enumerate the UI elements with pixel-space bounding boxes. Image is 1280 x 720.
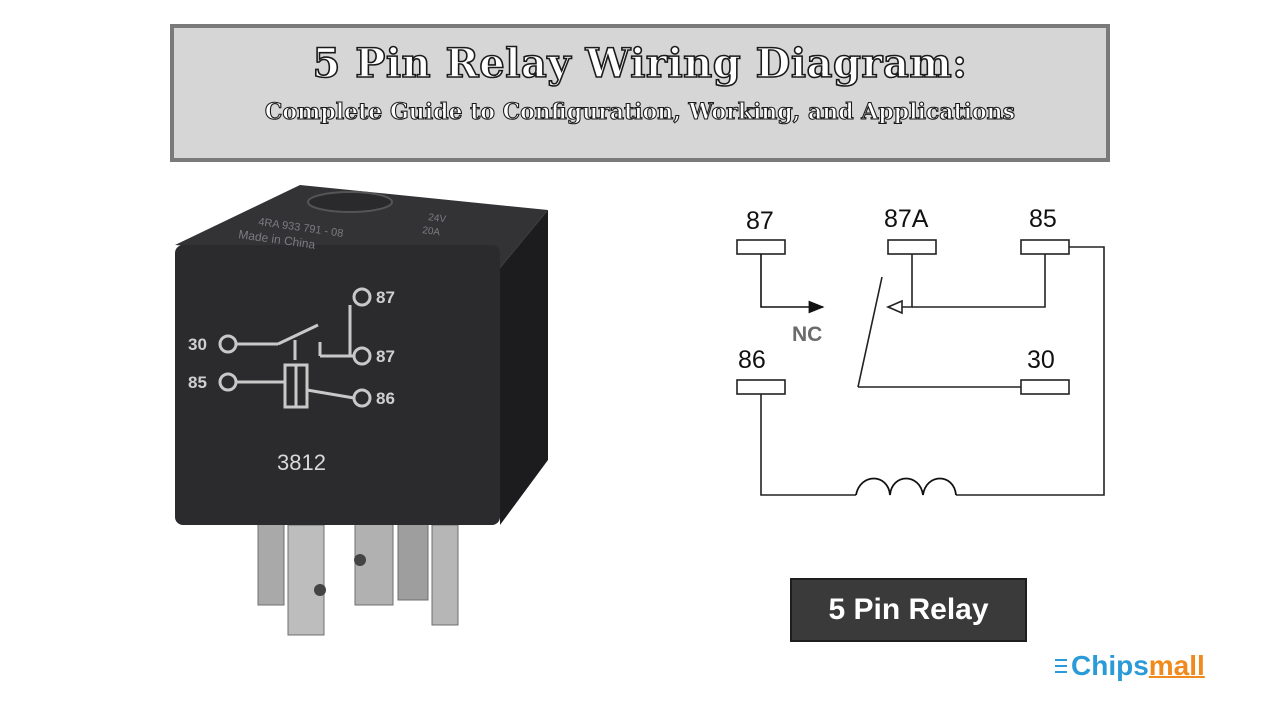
schematic-label-30: 30 <box>1027 346 1055 374</box>
relay-printed-labels: 30 85 87 87 86 <box>188 288 395 408</box>
schematic-label-87: 87 <box>746 207 774 235</box>
terminal-86 <box>736 379 786 395</box>
terminal-30 <box>1020 379 1070 395</box>
schematic-label-87a: 87A <box>884 205 929 233</box>
logo-text-mall: mall <box>1148 650 1205 681</box>
relay-printed-circuit <box>218 287 372 409</box>
photo-pin-85-label: 85 <box>188 373 207 392</box>
relay-photo: 24V 20A 4RA 933 791 - 08 Made in China 3… <box>175 185 548 636</box>
relay-model-number: 3812 <box>277 450 326 475</box>
schematic-label-86: 86 <box>738 346 766 374</box>
title-banner: 5 Pin Relay Wiring Diagram: Complete Gui… <box>170 24 1110 162</box>
photo-pin-87-top-label: 87 <box>376 288 395 307</box>
schematic-label-85: 85 <box>1029 205 1057 233</box>
chip-icon <box>1055 659 1067 673</box>
terminal-87a <box>887 239 937 255</box>
photo-pin-87-mid-label: 87 <box>376 347 395 366</box>
relay-spec-voltage: 24V <box>428 212 447 225</box>
relay-spec-current: 20A <box>422 225 441 238</box>
photo-pin-86-label: 86 <box>376 389 395 408</box>
relay-type-badge: 5 Pin Relay <box>790 578 1027 642</box>
logo-text-chips: Chips <box>1071 650 1149 681</box>
page-subtitle: Complete Guide to Configuration, Working… <box>264 98 1016 125</box>
wiring-schematic: 87 87A 85 86 30 NC <box>736 205 1105 496</box>
terminal-87 <box>736 239 786 255</box>
page-title: 5 Pin Relay Wiring Diagram: <box>312 39 968 88</box>
coil-symbol <box>855 477 957 496</box>
terminal-85 <box>1020 239 1070 255</box>
schematic-nc-label: NC <box>792 323 822 346</box>
photo-pin-30-label: 30 <box>188 335 207 354</box>
